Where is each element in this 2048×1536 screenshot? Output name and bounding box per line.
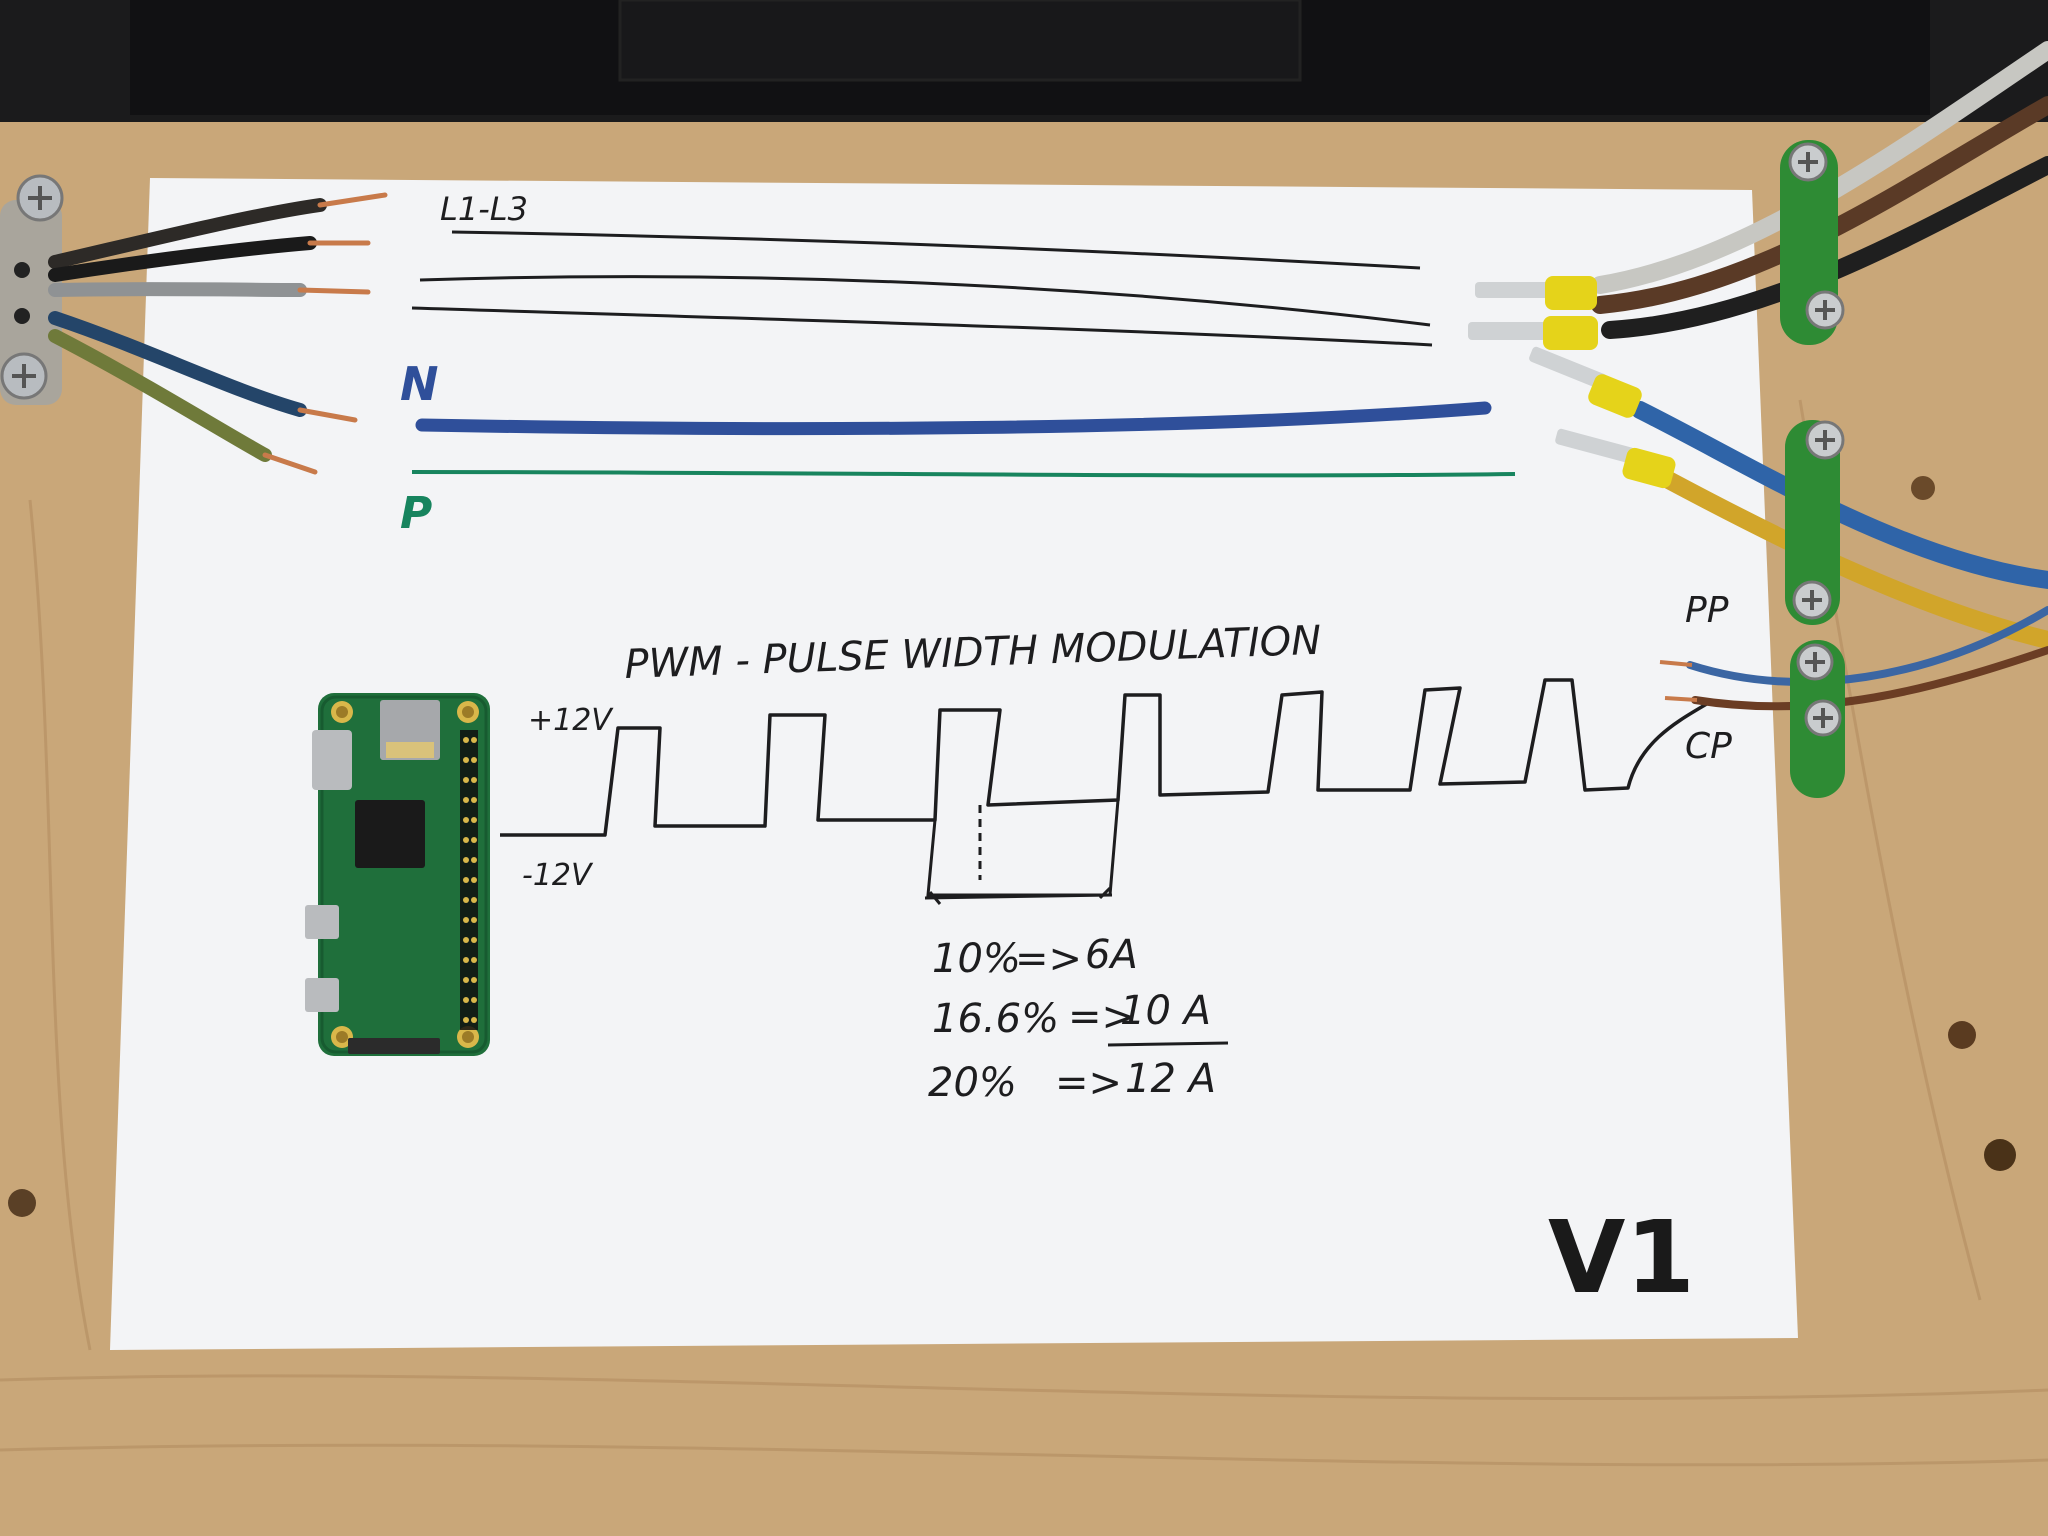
- pwm-waveform: [500, 678, 1711, 837]
- duty-row-3-arrow: =>: [1055, 1060, 1122, 1106]
- duty-row-2-arrow: =>: [1068, 994, 1135, 1040]
- neutral-line: [415, 401, 1492, 436]
- wood-knot-3: [1984, 1139, 2016, 1171]
- left-wires: [48, 192, 388, 475]
- duty-row-3-current: 12 A: [1125, 1056, 1216, 1102]
- duty-row-1-duty: 10%: [932, 936, 1021, 982]
- pe-line: [411, 470, 1516, 478]
- wood-knot-4: [8, 1189, 36, 1217]
- duty-table: 10% => 6A 16.6% => 10 A 20% => 12 A: [928, 932, 1216, 1106]
- cable-clamp-icon: [1780, 140, 1845, 798]
- low-level-label: -12V: [522, 858, 594, 893]
- neutral-label: N: [400, 357, 439, 411]
- wood-knot-2: [1948, 1021, 1976, 1049]
- phase-lines: [411, 230, 1433, 347]
- version-mark: V1: [1548, 1199, 1695, 1316]
- duty-row-1-current: 6A: [1085, 932, 1138, 978]
- wire-ferrule-icon: [1468, 276, 1698, 702]
- duty-row-2-duty: 16.6%: [932, 996, 1059, 1042]
- pp-label: PP: [1685, 590, 1729, 631]
- duty-row-3-duty: 20%: [928, 1060, 1017, 1106]
- duty-row-1-arrow: =>: [1015, 936, 1082, 982]
- phase-label: L1-L3: [440, 190, 528, 228]
- wood-knot-1: [1911, 476, 1935, 500]
- high-level-label: +12V: [528, 703, 614, 738]
- period-detail: [924, 799, 1120, 905]
- raspberry-pi-zero-board-icon: [305, 693, 490, 1056]
- left-cable-clamp: [0, 174, 64, 405]
- current-underline: [1107, 1041, 1229, 1047]
- pe-label: P: [400, 488, 432, 539]
- laptop-trackpad: [618, 0, 1302, 82]
- cp-label: CP: [1685, 726, 1732, 767]
- duty-row-2-current: 10 A: [1120, 988, 1211, 1034]
